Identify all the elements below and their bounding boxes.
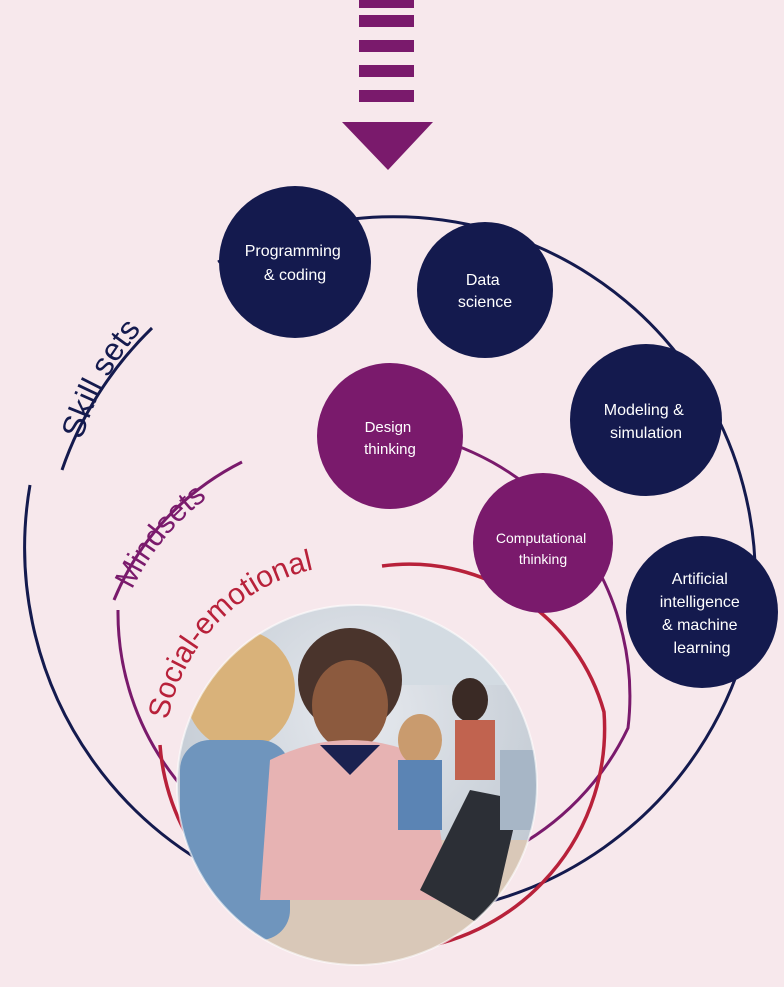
node-line: simulation <box>610 425 682 442</box>
students-photo <box>177 605 537 965</box>
svg-text:Computational thinking: Computational thinking <box>496 530 590 567</box>
node-line: thinking <box>519 551 567 567</box>
node-line: thinking <box>364 441 416 458</box>
down-arrow-icon <box>342 0 433 170</box>
photo-border <box>176 604 538 966</box>
node-line: Artificial <box>672 571 728 588</box>
skill-node-programming: Programming & coding <box>219 186 371 338</box>
node-line: Design <box>365 419 412 436</box>
node-line: intelligence <box>660 594 740 611</box>
skill-node-data-science: Data science <box>417 222 553 358</box>
svg-text:Artificial intelligence: Artificial intelligence & machine learni… <box>660 571 745 657</box>
node-line: learning <box>674 640 731 657</box>
node-line: Modeling & <box>604 402 684 419</box>
node-line: & coding <box>264 267 326 284</box>
mindset-node-design-thinking: Design thinking <box>317 363 463 509</box>
skill-node-ai-ml: Artificial intelligence & machine learni… <box>626 536 778 688</box>
mindset-node-computational-thinking: Computational thinking <box>473 473 613 613</box>
svg-text:Programming & coding: Programming & coding <box>245 243 345 284</box>
skill-node-modeling: Modeling & simulation <box>570 344 722 496</box>
svg-text:Data science: Data science <box>458 272 512 311</box>
node-line: & machine <box>662 617 738 634</box>
svg-text:Modeling & simulation: Modeling & simulation <box>604 402 689 442</box>
svg-text:Design thinking: Design thinking <box>364 419 416 458</box>
node-line: Data <box>466 272 500 289</box>
node-line: Computational <box>496 530 586 546</box>
node-line: Programming <box>245 243 341 260</box>
node-line: science <box>458 294 512 311</box>
